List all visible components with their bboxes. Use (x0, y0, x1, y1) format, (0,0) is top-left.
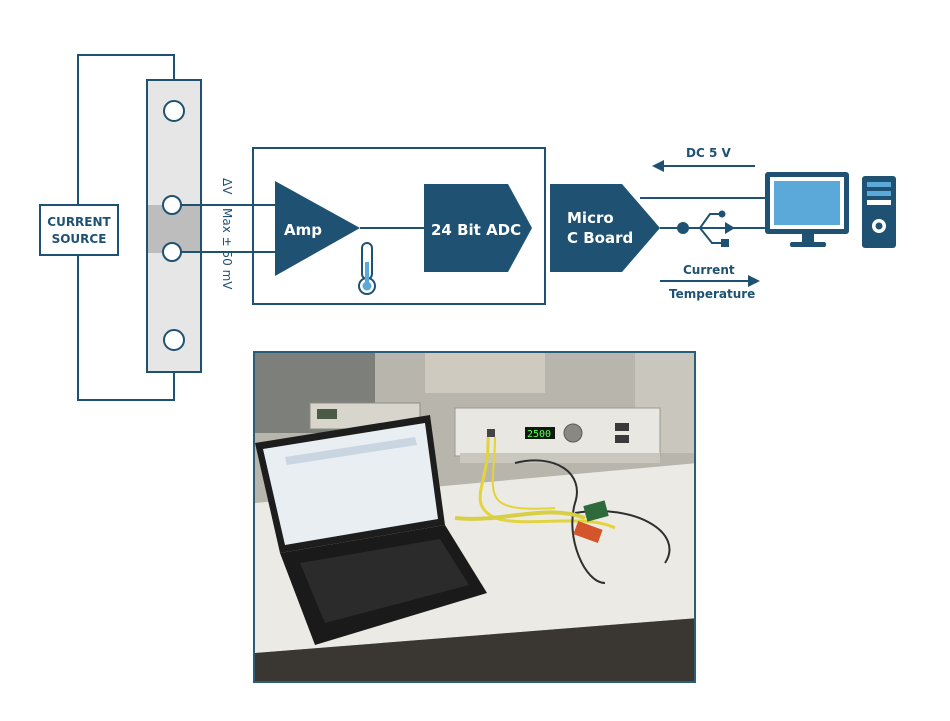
micro-board-block: Micro C Board (550, 184, 660, 272)
dc-voltage-label: DC 5 V (686, 146, 731, 160)
adc-label: 24 Bit ADC (431, 221, 521, 239)
bar-terminal-lower (162, 242, 182, 262)
bar-hole-top (163, 100, 185, 122)
current-loop-wire (77, 54, 175, 205)
current-label: Current (683, 263, 735, 277)
amp-label: Amp (284, 221, 322, 239)
temperature-label: Temperature (669, 287, 755, 301)
laptop (255, 415, 487, 645)
current-source-box: CURRENT SOURCE (39, 204, 119, 256)
lab-setup-photo: 2500 (253, 351, 696, 683)
data-arrow-head (748, 275, 760, 287)
adc-block: 24 Bit ADC (424, 184, 532, 272)
current-source-label-line2: SOURCE (52, 232, 107, 246)
bar-terminal-upper (162, 195, 182, 215)
micro-label-line2: C Board (567, 229, 633, 247)
current-loop-wire-bottom (77, 255, 175, 401)
delta-v-label: ΔV (220, 178, 234, 195)
dc-arrow-head (652, 160, 664, 172)
max-voltage-label: Max ± 50 mV (220, 208, 234, 290)
monitor-icon (765, 172, 849, 247)
psu-display-reading: 2500 (527, 429, 551, 440)
amp-block: Amp (275, 181, 360, 276)
thermometer-icon (358, 242, 376, 295)
micro-label-line1: Micro (567, 209, 614, 227)
usb-icon (677, 210, 735, 247)
power-supply-unit: 2500 (454, 407, 661, 463)
measurement-enclosure (252, 147, 546, 305)
bar-hole-bottom (163, 329, 185, 351)
shunt-bar (146, 79, 202, 373)
current-source-label-line1: CURRENT (47, 215, 111, 229)
computer-tower-icon (862, 176, 896, 248)
lab-photo-drawing: 2500 (255, 353, 694, 681)
